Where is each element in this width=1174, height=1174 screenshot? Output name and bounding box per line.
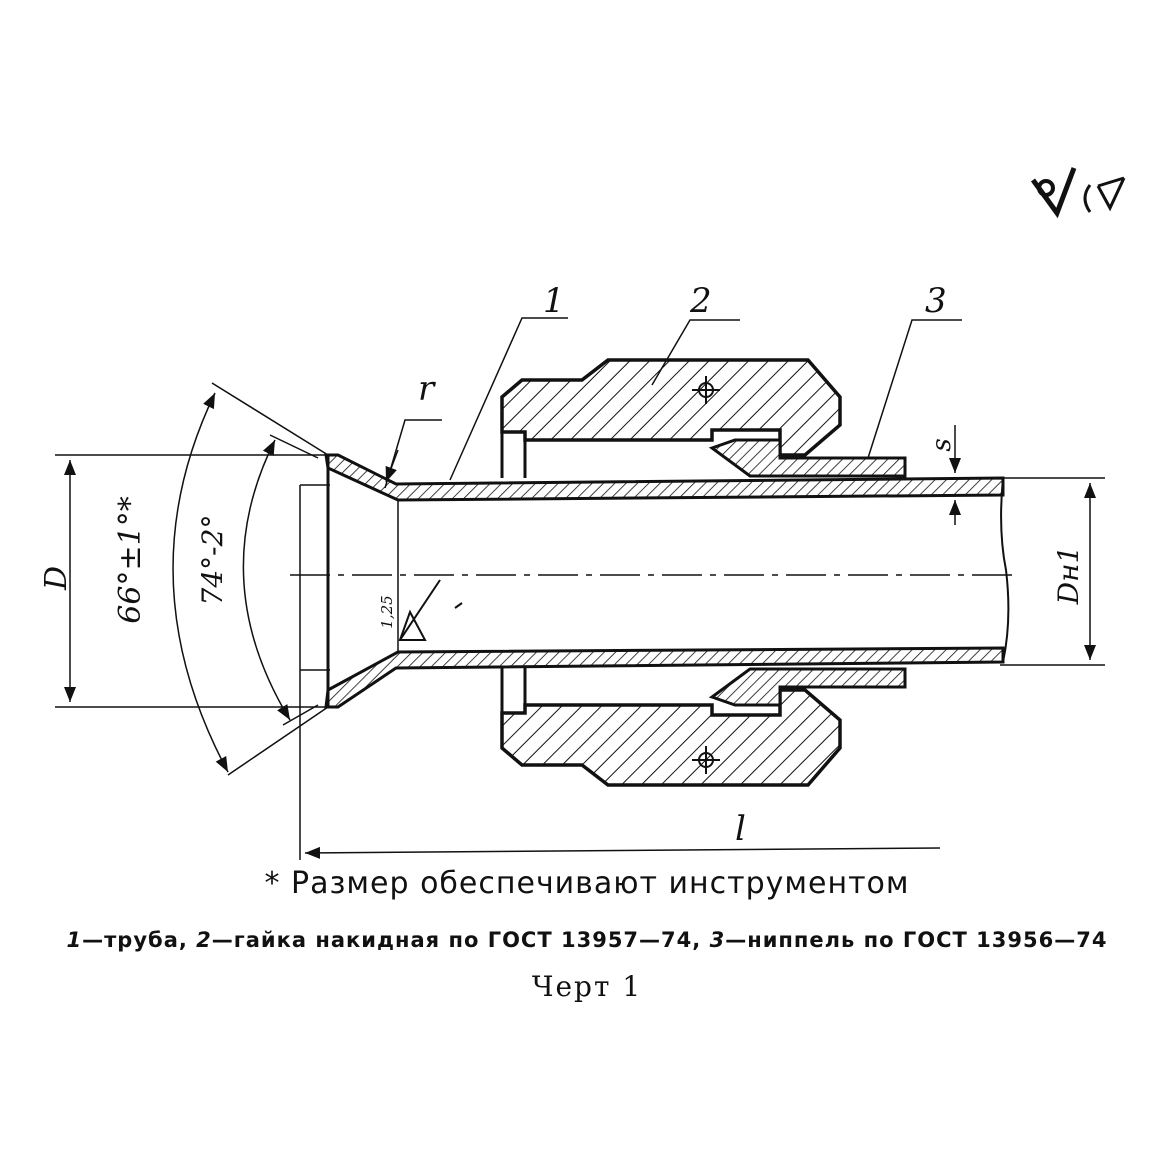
label-l: l: [735, 809, 746, 849]
label-angle-74: 74°-2°: [196, 515, 229, 606]
label-part-1: 1: [543, 281, 565, 321]
dimension-l-line: [304, 846, 941, 859]
label-roughness: 1,25: [378, 595, 396, 628]
label-D: D: [39, 566, 74, 591]
label-part-3: 3: [925, 281, 947, 321]
angle-74-arc: [242, 439, 291, 721]
legend-text-2: —гайка накидная по ГОСТ 13957—74,: [211, 928, 710, 952]
nut-bottom-section: [500, 688, 842, 787]
label-s: s: [927, 438, 957, 451]
surface-roughness-icon: [1030, 167, 1126, 219]
tube-bottom-wall: [324, 646, 1005, 709]
legend-num-3: 3: [709, 928, 726, 952]
legend-num-2: 2: [196, 928, 212, 952]
roughness-mark-icon: [398, 579, 441, 641]
legend-num-1: 1: [66, 928, 83, 952]
nipple-top-section: [708, 438, 907, 478]
angle-66-arc: [172, 392, 229, 773]
nut-top-section: [500, 358, 842, 457]
label-DH1: Dн1: [1052, 546, 1085, 606]
legend-text-1: —труба,: [82, 928, 197, 952]
nipple-bottom-section: [708, 667, 907, 707]
legend-caption: 1—труба, 2—гайка накидная по ГОСТ 13957—…: [0, 928, 1174, 952]
label-part-2: 2: [689, 281, 712, 321]
figure-caption: Черт 1: [531, 970, 643, 1003]
label-r: r: [418, 369, 436, 409]
legend-text-3: —ниппель по ГОСТ 13956—74: [725, 928, 1108, 952]
label-angle-66: 66°±1°*: [113, 496, 148, 623]
note-caption: * Размер обеспечивают инструментом: [264, 866, 910, 901]
